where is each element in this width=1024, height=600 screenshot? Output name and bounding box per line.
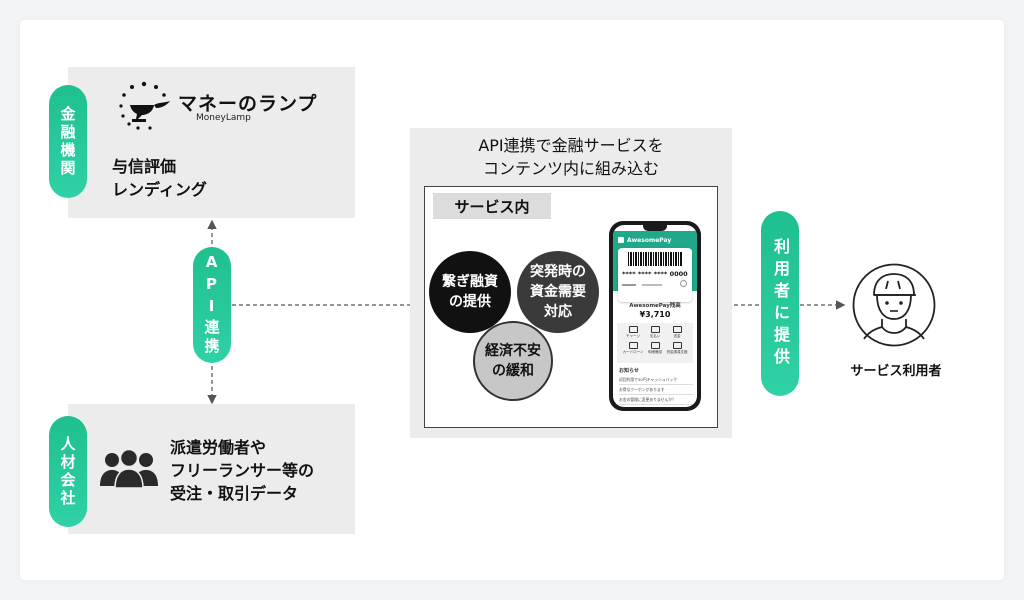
news-title: お知らせ xyxy=(619,368,639,374)
phone-screen: AwesomePay **** **** **** 0000 AwesomePa… xyxy=(613,225,697,407)
news-item-text: 初回利用で50円キャッシュバック xyxy=(619,376,677,382)
menu-item-icon xyxy=(672,342,682,349)
card-number: **** **** **** 0000 xyxy=(622,270,688,278)
news-item[interactable]: お得なクーポンがあります xyxy=(619,385,693,395)
bridge-loan-circle: 繋ぎ融資 の提供 xyxy=(429,251,511,333)
phone-mockup: AwesomePay **** **** **** 0000 AwesomePa… xyxy=(609,221,701,411)
menu-item-icon xyxy=(672,326,682,333)
phone-menu-item[interactable]: 支払い xyxy=(644,326,666,339)
menu-item-icon xyxy=(650,342,660,349)
phone-menu-item[interactable]: チャージ xyxy=(622,326,644,339)
logo-wordmark: マネーのランプ xyxy=(178,93,318,115)
news-item-text: お得なクーポンがあります xyxy=(619,386,665,392)
refresh-icon[interactable] xyxy=(680,280,687,287)
phone-notch xyxy=(643,225,667,231)
payment-card: **** **** **** 0000 xyxy=(618,248,692,302)
finance-panel: マネーのランプ MoneyLamp 与信評価 レンディング xyxy=(68,67,355,218)
menu-item-icon xyxy=(628,326,638,333)
card-detail-line xyxy=(622,284,636,286)
menu-item-label: 資金調達支援 xyxy=(666,350,688,354)
provide-to-user-tag: 利用者に提供 xyxy=(761,211,799,396)
menu-grid: チャージ 支払い 送金カードローン明細確認資金調達支援 xyxy=(617,323,693,363)
news-list: 初回利用で50円キャッシュバックお得なクーポンがありますお金の管理に変更ありませ… xyxy=(619,375,693,405)
barcode-icon xyxy=(628,252,682,266)
service-user-label: サービス利用者 xyxy=(850,364,942,379)
balance-value: ¥3,710 xyxy=(639,310,671,319)
service-inner-box: サービス内 繋ぎ融資 の提供 突発時の 資金需要 対応 経済不安 の緩和 Awe… xyxy=(424,186,718,428)
news-item-text: お金の管理に変更ありませんか？ xyxy=(619,396,676,402)
finance-description: 与信評価 レンディング xyxy=(112,157,207,200)
api-integration-tag: API連携 xyxy=(193,247,231,363)
phone-menu-item[interactable]: カードローン xyxy=(622,342,644,355)
finance-institution-tag: 金融機関 xyxy=(49,85,87,198)
news-item[interactable]: 初回利用で50円キャッシュバック xyxy=(619,375,693,385)
menu-item-label: 支払い xyxy=(649,334,661,338)
service-title: API連携で金融サービスを コンテンツ内に組み込む xyxy=(478,136,664,179)
phone-menu-item[interactable]: 送金 xyxy=(666,326,688,339)
card-detail-line xyxy=(642,284,662,286)
service-inner-label: サービス内 xyxy=(433,193,551,219)
menu-item-label: 明細確認 xyxy=(648,350,662,354)
economic-relief-circle: 経済不安 の緩和 xyxy=(473,321,553,401)
news-item[interactable]: お金の管理に変更ありませんか？ xyxy=(619,395,693,405)
menu-item-label: チャージ xyxy=(626,334,640,338)
phone-menu-item[interactable]: 資金調達支援 xyxy=(666,342,688,355)
staffing-panel: 派遣労働者や フリーランサー等の 受注・取引データ xyxy=(68,404,355,534)
staffing-company-tag: 人材会社 xyxy=(49,416,87,527)
phone-menu-item[interactable]: 明細確認 xyxy=(644,342,666,355)
people-group-icon xyxy=(100,448,158,488)
lamp-logo-icon xyxy=(119,81,170,130)
staffing-description: 派遣労働者や フリーランサー等の 受注・取引データ xyxy=(170,438,315,504)
menu-item-label: 送金 xyxy=(673,334,681,338)
menu-item-icon xyxy=(628,342,638,349)
service-panel: API連携で金融サービスを コンテンツ内に組み込む サービス内 繋ぎ融資 の提供… xyxy=(410,128,732,438)
app-logo-icon xyxy=(618,237,624,243)
balance-label: AwesomePay残高 xyxy=(629,303,681,309)
logo-subtext: MoneyLamp xyxy=(196,113,251,123)
app-header: AwesomePay **** **** **** 0000 xyxy=(613,231,697,302)
app-name: AwesomePay xyxy=(627,237,672,244)
menu-item-label: カードローン xyxy=(622,350,644,354)
menu-item-icon xyxy=(650,326,660,333)
sudden-funding-circle: 突発時の 資金需要 対応 xyxy=(517,251,599,333)
user-avatar-icon xyxy=(852,263,936,347)
